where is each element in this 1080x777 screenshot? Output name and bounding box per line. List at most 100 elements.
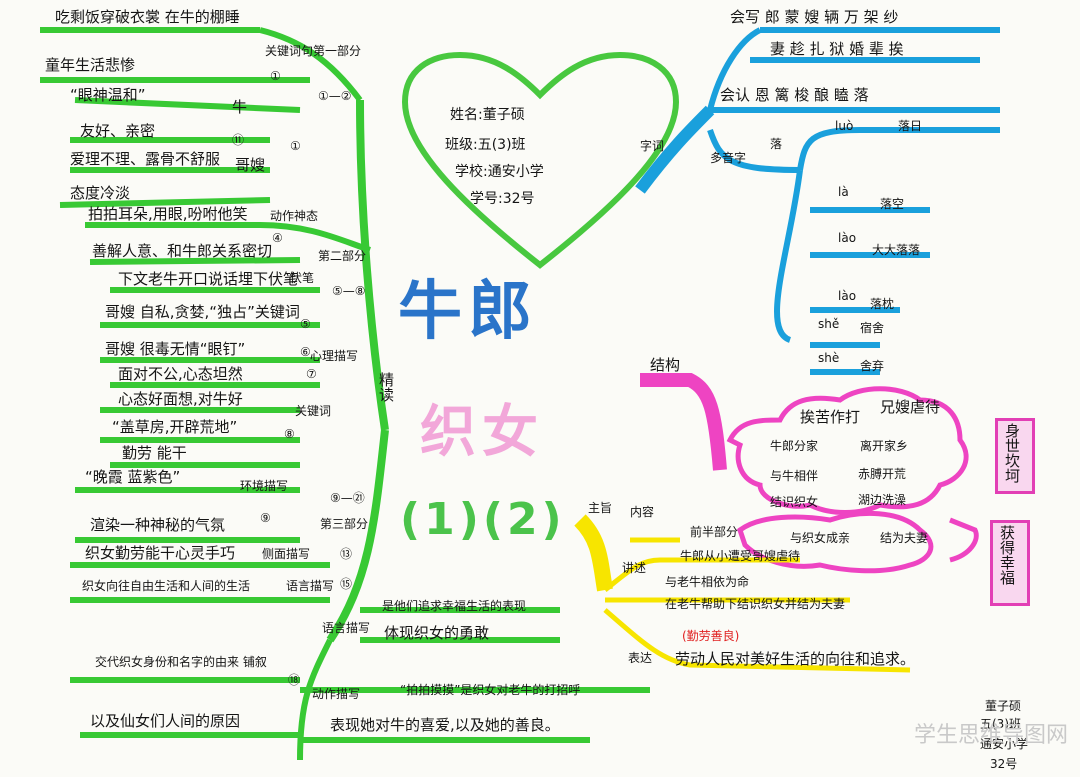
lm-3: 伏笔 [290, 271, 315, 285]
ll-9: ⑮ [340, 577, 353, 591]
rt-13: 落枕 [870, 297, 895, 311]
ll-6: ⑬ [340, 547, 353, 561]
rs-8: 湖边洗澡 [858, 493, 907, 507]
rc-9: 劳动人民对美好生活的向往和追求。 [675, 650, 916, 668]
ll-15: 交代织女身份和名字的由来 铺叙 [95, 655, 267, 669]
ll-2: 渲染一种神秘的气氛 [90, 516, 226, 534]
info-school: 学校:通安小学 [455, 164, 544, 180]
card-struct-1: 身世坎坷 [995, 418, 1035, 494]
lm-18: 心理描写 [310, 349, 359, 363]
lm-2: 下文老牛开口说话埋下伏笔 [118, 270, 299, 288]
ll-20: 表现她对牛的喜爱,以及她的善良。 [330, 716, 560, 734]
lt-8: ① [270, 69, 281, 83]
title-parts: (1)(2) [400, 494, 566, 545]
lm-14: ⑧ [284, 427, 295, 441]
ll-18: “拍拍摸摸”是织女对老牛的打招呼 [400, 683, 581, 697]
rt-11: 大大落落 [872, 243, 921, 257]
lm-4: 哥嫂 自私,贪婪,“独占”关键词 [105, 303, 300, 321]
rc-8: 表达 [628, 651, 653, 665]
ll-19: 以及仙女们人间的原因 [90, 712, 241, 730]
rt-8: là [838, 185, 849, 199]
author-3: 32号 [990, 757, 1018, 771]
ll-17: 动作描写 [312, 687, 361, 701]
watermark: 学生思维导图网 [913, 723, 1068, 748]
rt-9: 落空 [880, 197, 905, 211]
lt-4: 友好、亲密 [80, 122, 156, 140]
lt-2: “眼神温和” [70, 86, 146, 104]
lt-0: 吃剩饭穿破衣裳 在牛的棚睡 [55, 8, 240, 26]
ll-13: 体现织女的勇敢 [384, 624, 490, 642]
rs-2: 兄嫂虐待 [880, 398, 941, 416]
rc-4: 牛郎从小遭受哥嫂虐待 [680, 549, 801, 563]
ll-3: ⑨ [260, 511, 271, 525]
lm-5: 哥嫂 很毒无情“眼钉” [105, 340, 246, 358]
rt-2: 妻 趁 扎 狱 婚 辈 挨 [770, 40, 904, 58]
lt-12: ①—② [318, 89, 352, 103]
rc-3: 前半部分 [690, 525, 739, 539]
ll-5: 侧面描写 [262, 547, 311, 561]
ll-4: 织女勤劳能干心灵手巧 [85, 544, 236, 562]
author-1: 五(3)班 [980, 717, 1021, 731]
lt-7: 态度冷淡 [70, 184, 131, 202]
title-niulang: 牛郎 [398, 275, 538, 349]
rc-1: 内容 [630, 505, 655, 519]
lm-9: 勤劳 能干 [122, 444, 187, 462]
lm-1: 善解人意、和牛郎关系密切 [92, 242, 273, 260]
rc-7: (勤劳善良) [682, 629, 740, 643]
lm-19: 关键词 [295, 404, 332, 418]
rs-10: 与织女成亲 [790, 531, 851, 545]
info-name: 姓名:董子硕 [450, 107, 525, 123]
lm-11: ⑤ [300, 317, 311, 331]
ll-10: 第三部分 [320, 517, 369, 531]
lm-7: 心态好面想,对牛好 [118, 390, 243, 408]
ll-1: 环境描写 [240, 479, 289, 493]
rs-12: 获得幸福 [998, 525, 1016, 585]
lm-16: 第二部分 [318, 249, 367, 263]
author-0: 董子硕 [985, 699, 1022, 713]
lt-1: 童年生活悲惨 [45, 56, 136, 74]
rt-17: 舍弃 [860, 359, 885, 373]
rc-0: 主旨 [588, 501, 613, 515]
lt-6: 哥嫂 [235, 156, 266, 174]
rt-14: shě [818, 317, 840, 331]
rc-2: 讲述 [622, 561, 647, 575]
info-number: 学号:32号 [470, 191, 535, 207]
lt-11: 关键词句第一部分 [265, 44, 362, 58]
rs-1: 挨苦作打 [800, 408, 861, 426]
ll-8: 语言描写 [286, 579, 335, 593]
rs-9: 身世坎坷 [1003, 423, 1021, 483]
rt-16: shè [818, 351, 840, 365]
rt-5: 落 [770, 137, 783, 151]
rt-3: 会认 恩 篱 梭 酿 瞌 落 [720, 86, 869, 104]
ll-14: 语言描写 [322, 621, 371, 635]
ll-12: 是他们追求幸福生活的表现 [382, 599, 527, 613]
rs-3: 牛郎分家 [770, 439, 819, 453]
rs-0: 结构 [650, 356, 681, 374]
ll-11: ⑨—㉑ [330, 491, 365, 505]
lm-13: ⑦ [306, 367, 317, 381]
lt-10: ① [290, 139, 301, 153]
lm-10: ④ [272, 231, 283, 245]
ll-16: ⑱ [288, 673, 301, 687]
lm-0: 拍拍耳朵,用眼,吩咐他笑 [88, 205, 248, 223]
author-2: 通安小学 [980, 737, 1029, 751]
lm-20: 精读 [377, 372, 395, 402]
lm-15: 动作神态 [270, 209, 319, 223]
rs-7: 结识织女 [770, 495, 819, 509]
rs-11: 结为夫妻 [880, 531, 929, 545]
rt-7: 落日 [898, 119, 923, 133]
lm-8: “盖草房,开辟荒地” [112, 418, 238, 436]
ll-7: 织女向往自由生活和人间的生活 [82, 579, 251, 593]
rs-6: 赤膊开荒 [858, 467, 907, 481]
rs-5: 与牛相伴 [770, 469, 819, 483]
rs-4: 离开家乡 [860, 439, 909, 453]
lm-17: ⑤—⑧ [332, 284, 366, 298]
lt-3: 牛 [232, 98, 248, 116]
rc-6: 在老牛帮助下结识织女并结为夫妻 [665, 597, 846, 611]
rt-1: 会写 郎 蒙 嫂 辆 万 架 纱 [730, 8, 899, 26]
lt-9: ⑪ [232, 133, 245, 147]
ll-0: “晚霞 蓝紫色” [85, 468, 181, 486]
card-struct-2: 获得幸福 [990, 520, 1030, 606]
